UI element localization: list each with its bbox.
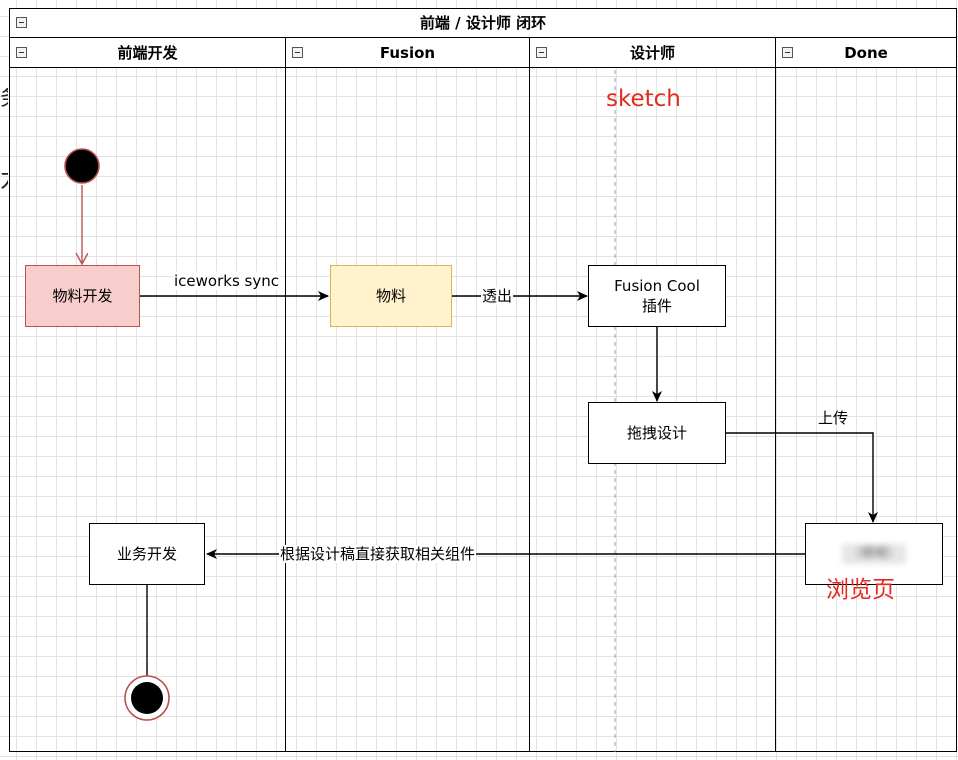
node-label: 物料 <box>375 287 406 305</box>
business-dev-node[interactable]: 业务开发 <box>89 523 205 585</box>
collapse-icon[interactable] <box>782 47 793 58</box>
collapse-icon[interactable] <box>292 47 303 58</box>
pool-title: 前端 / 设计师 闭环 <box>419 14 547 32</box>
edge-upload[interactable] <box>726 432 878 523</box>
cropped-glyph-bottom: 力 <box>0 170 8 192</box>
drag-design-node[interactable]: 拖拽设计 <box>588 402 726 464</box>
material-node[interactable]: 物料 <box>330 265 452 327</box>
lane-header-designer[interactable]: 设计师 <box>530 38 775 68</box>
preview-node[interactable]: （模糊） <box>805 523 943 585</box>
lane-frontend[interactable]: 前端开发 <box>10 38 286 751</box>
node-label: 物料开发 <box>52 287 113 305</box>
lane-label: 前端开发 <box>117 44 178 62</box>
node-label-line1: Fusion Cool <box>614 277 700 295</box>
lane-designer[interactable]: 设计师 <box>530 38 776 751</box>
material-dev-node[interactable]: 物料开发 <box>25 265 140 327</box>
start-node[interactable] <box>64 148 100 184</box>
lane-header-done[interactable]: Done <box>776 38 956 68</box>
node-label: 业务开发 <box>116 545 177 563</box>
lane-fusion[interactable]: Fusion <box>286 38 530 751</box>
node-label-line2: 插件 <box>641 297 672 315</box>
lane-label: 设计师 <box>629 44 675 62</box>
lane-header-fusion[interactable]: Fusion <box>286 38 529 68</box>
cropped-glyph-top: 务 <box>0 88 8 110</box>
collapse-icon[interactable] <box>536 47 547 58</box>
blurred-label: （模糊） <box>841 544 906 564</box>
edge-label-iceworks-sync: iceworks sync <box>173 272 280 290</box>
edge-label-expose: 透出 <box>481 287 514 305</box>
annotation-sketch: sketch <box>606 86 681 112</box>
annotation-preview-page: 浏览页 <box>826 577 895 603</box>
lane-done[interactable]: Done <box>776 38 956 751</box>
edge-label-fetch-components: 根据设计稿直接获取相关组件 <box>279 545 477 563</box>
edge-label-upload: 上传 <box>818 409 849 427</box>
collapse-icon[interactable] <box>16 47 27 58</box>
collapse-icon[interactable] <box>16 17 27 28</box>
pool-header[interactable]: 前端 / 设计师 闭环 <box>10 9 956 38</box>
node-label: 拖拽设计 <box>626 424 687 442</box>
lane-header-frontend[interactable]: 前端开发 <box>10 38 285 68</box>
lane-label: Done <box>844 44 888 62</box>
lane-label: Fusion <box>379 44 436 62</box>
fusion-cool-plugin-node[interactable]: Fusion Cool 插件 <box>588 265 726 327</box>
swimlane-pool[interactable]: 前端 / 设计师 闭环 前端开发 Fusion 设计师 Done <box>9 8 957 752</box>
end-node-inner <box>131 682 163 714</box>
